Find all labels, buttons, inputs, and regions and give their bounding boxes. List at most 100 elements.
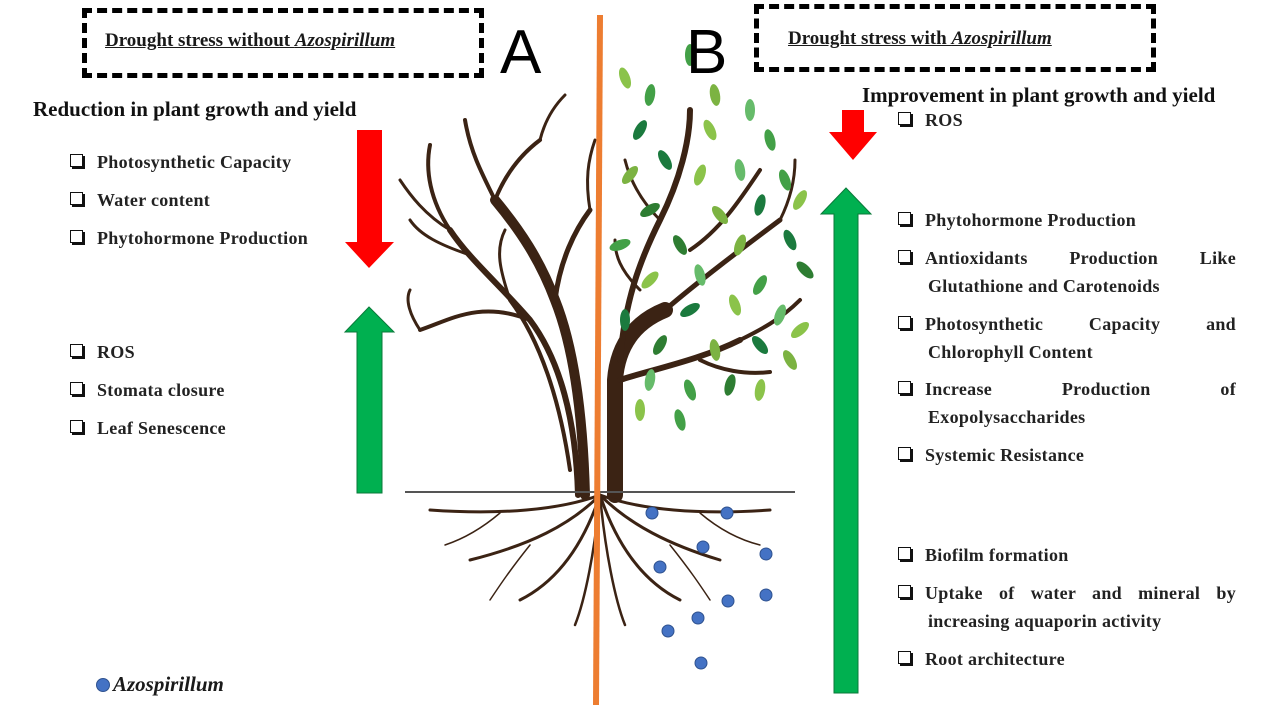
leaf-icon (754, 194, 766, 216)
leaf-icon (693, 164, 707, 186)
list-item: ROS (898, 106, 963, 134)
leaf-icon (734, 159, 746, 181)
divider-line (593, 14, 603, 706)
leaf-icon (658, 150, 672, 170)
leaf-icon (745, 99, 755, 121)
leaf-icon (635, 399, 645, 421)
list-item: Photosynthetic Capacity (70, 148, 291, 176)
leaf-icon (728, 294, 742, 316)
leaf-icon (674, 409, 686, 431)
azospirillum-cells (645, 506, 773, 670)
panel-b-letter: B (686, 18, 728, 87)
leaf-icon (644, 84, 656, 106)
azospirillum-cell-icon (696, 540, 710, 554)
checkbox-icon (898, 212, 911, 225)
azospirillum-cell-icon (661, 624, 675, 638)
leaf-icon (609, 238, 631, 252)
leaf-icon (733, 234, 747, 256)
leaf-icon (640, 203, 660, 217)
panel-a-title: Drought stress without Azospirillum (105, 30, 396, 51)
checkbox-icon (70, 154, 83, 167)
azospirillum-cell-icon (645, 506, 659, 520)
checkbox-icon (898, 447, 911, 460)
leaf-icon (683, 379, 697, 401)
list-item: Phytohormone Production (70, 224, 308, 252)
leaf-icon (680, 303, 700, 317)
leaves (609, 44, 814, 431)
list-item: Biofilm formation (898, 541, 1069, 569)
panel-a-letter: A (500, 18, 542, 87)
list-item: Root architecture (898, 645, 1065, 673)
leaf-icon (673, 235, 687, 255)
leaf-icon (796, 261, 814, 279)
checkbox-icon (898, 585, 911, 598)
list-item: Uptake of water and mineral by increasin… (898, 579, 1236, 635)
leaf-icon (764, 129, 776, 151)
legend-label: Azospirillum (113, 672, 224, 696)
azospirillum-cell-icon (694, 656, 708, 670)
blue-dot-icon (96, 678, 110, 692)
list-item: Antioxidants Production Like Glutathione… (898, 244, 1236, 300)
arrow-up-green-left (343, 306, 396, 494)
list-item: Leaf Senescence (70, 414, 226, 442)
azospirillum-cell-icon (653, 560, 667, 574)
dead-tree-icon (398, 93, 597, 500)
list-item: Stomata closure (70, 376, 225, 404)
azospirillum-cell-icon (759, 588, 773, 602)
leaf-icon (753, 275, 767, 295)
panel-b-title: Drought stress with Azospirillum (788, 28, 1052, 49)
panel-a-title-box (82, 8, 484, 78)
checkbox-icon (70, 420, 83, 433)
panel-b-heading: Improvement in plant growth and yield (862, 83, 1216, 107)
list-item: ROS (70, 338, 135, 366)
leaf-icon (685, 44, 695, 66)
list-item: Systemic Resistance (898, 441, 1084, 469)
azospirillum-cell-icon (721, 594, 735, 608)
leaf-icon (621, 165, 639, 185)
leaf-icon (694, 264, 706, 286)
checkbox-icon (898, 250, 911, 263)
leaf-icon (783, 350, 797, 370)
leaf-icon (724, 374, 736, 396)
checkbox-icon (70, 344, 83, 357)
arrow-down-red-right (829, 110, 877, 160)
azospirillum-cell-icon (691, 611, 705, 625)
list-item: Photosynthetic Capacity and Chlorophyll … (898, 310, 1236, 366)
azospirillum-cell-icon (759, 547, 773, 561)
leaf-icon (751, 335, 769, 355)
leaf-icon (783, 229, 797, 251)
checkbox-icon (898, 112, 911, 125)
checkbox-icon (898, 381, 911, 394)
checkbox-icon (898, 316, 911, 329)
leaf-icon (709, 84, 721, 106)
leaf-icon (754, 379, 766, 401)
checkbox-icon (70, 192, 83, 205)
checkbox-icon (70, 230, 83, 243)
checkbox-icon (898, 547, 911, 560)
arrow-up-green-right (819, 187, 873, 694)
leaf-icon (790, 321, 810, 339)
leaf-icon (633, 120, 647, 140)
azospirillum-cell-icon (720, 506, 734, 520)
leaf-icon (653, 335, 667, 355)
leaf-icon (778, 169, 792, 191)
arrow-down-red-left (345, 130, 394, 268)
leaf-icon (644, 369, 656, 391)
leaf-icon (711, 205, 729, 225)
list-item: Increase Production of Exopolysaccharide… (898, 375, 1236, 431)
leaf-icon (641, 271, 659, 289)
leaf-icon (793, 190, 807, 210)
leaf-icon (703, 119, 717, 141)
list-item: Phytohormone Production (898, 206, 1136, 234)
checkbox-icon (898, 651, 911, 664)
leaf-icon (620, 309, 630, 331)
checkbox-icon (70, 382, 83, 395)
leaf-icon (773, 304, 787, 326)
leaf-icon (709, 339, 721, 361)
panel-b-title-box (754, 4, 1156, 72)
panel-a-heading: Reduction in plant growth and yield (33, 97, 357, 121)
leaf-icon (618, 67, 632, 89)
list-item: Water content (70, 186, 210, 214)
healthy-tree-icon (607, 107, 802, 503)
